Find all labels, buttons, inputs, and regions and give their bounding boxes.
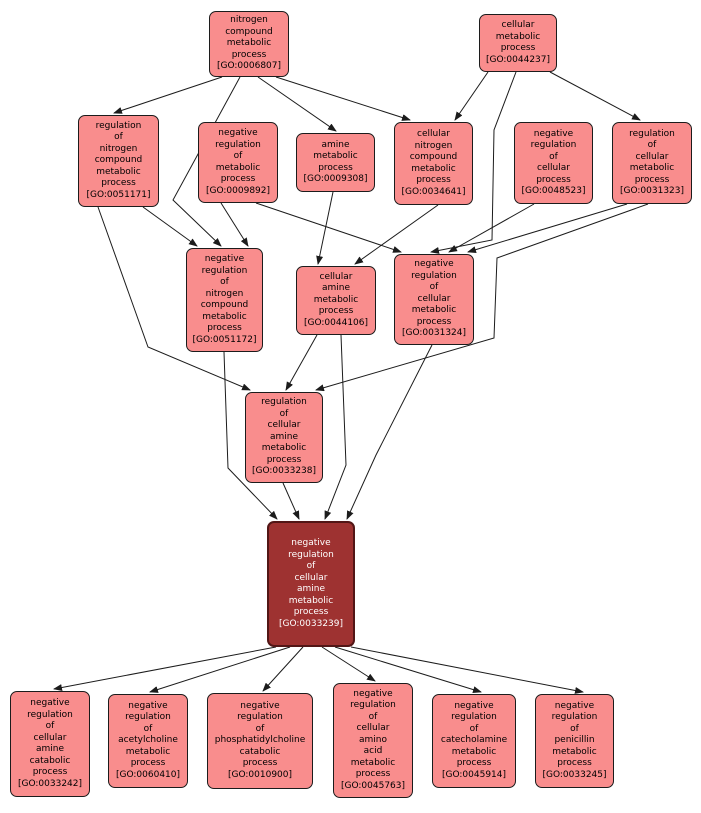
edge-GO:0006807-to-GO:0051172 [172,76,241,247]
edge-GO:0051171-to-GO:0051172 [142,206,198,247]
node-GO:0044237[interactable]: cellular metabolic process [GO:0044237] [479,14,557,72]
node-GO:0033242[interactable]: negative regulation of cellular amine ca… [10,691,90,797]
node-GO:0033239[interactable]: negative regulation of cellular amine me… [267,521,355,647]
node-GO:0045763[interactable]: negative regulation of cellular amino ac… [333,683,413,798]
edge-GO:0051172-to-GO:0033239 [223,351,278,520]
edge-GO:0033239-to-GO:0045763 [321,646,376,682]
edge-GO:0006807-to-GO:0051171 [113,76,223,114]
node-GO:0006807[interactable]: nitrogen compound metabolic process [GO:… [209,11,289,77]
edge-GO:0044237-to-GO:0031323 [549,71,641,121]
node-GO:0031324[interactable]: negative regulation of cellular metaboli… [394,254,474,345]
edge-GO:0044106-to-GO:0033239 [324,334,347,520]
edge-GO:0009892-to-GO:0051172 [220,202,249,247]
edge-GO:0031323-to-GO:0031324 [467,203,628,254]
edge-GO:0033239-to-GO:0010900 [262,646,304,692]
edge-GO:0044237-to-GO:0034641 [454,71,489,121]
node-GO:0060410[interactable]: negative regulation of acetylcholine met… [108,694,188,788]
node-GO:0009308[interactable]: amine metabolic process [GO:0009308] [296,133,375,192]
edge-GO:0034641-to-GO:0044106 [354,204,439,265]
edge-GO:0031323-to-GO:0033238 [315,203,649,392]
node-GO:0045914[interactable]: negative regulation of catecholamine met… [432,694,516,788]
node-GO:0009892[interactable]: negative regulation of metabolic process… [198,122,278,203]
node-GO:0033238[interactable]: regulation of cellular amine metabolic p… [245,392,323,483]
node-GO:0051172[interactable]: negative regulation of nitrogen compound… [186,248,263,352]
edge-GO:0033239-to-GO:0033245 [350,646,584,694]
edge-GO:0009308-to-GO:0044106 [316,191,334,265]
node-GO:0033245[interactable]: negative regulation of penicillin metabo… [535,694,614,788]
node-GO:0010900[interactable]: negative regulation of phosphatidylcholi… [207,693,313,789]
edge-GO:0033238-to-GO:0033239 [282,482,300,520]
node-GO:0044106[interactable]: cellular amine metabolic process [GO:004… [296,266,376,335]
edge-GO:0033239-to-GO:0045914 [334,646,482,693]
node-GO:0031323[interactable]: regulation of cellular metabolic process… [612,122,692,204]
edge-GO:0051171-to-GO:0033238 [97,206,251,391]
edge-GO:0048523-to-GO:0031324 [448,203,535,253]
edge-GO:0009892-to-GO:0031324 [255,202,402,253]
edge-GO:0006807-to-GO:0009308 [257,76,337,132]
edge-GO:0006807-to-GO:0034641 [275,76,411,121]
edge-GO:0033239-to-GO:0033242 [53,646,277,691]
edge-GO:0033239-to-GO:0060410 [149,646,291,693]
edge-GO:0031324-to-GO:0033239 [346,344,433,520]
node-GO:0048523[interactable]: negative regulation of cellular process … [514,122,593,204]
edge-GO:0044237-to-GO:0031324 [430,71,517,254]
node-GO:0034641[interactable]: cellular nitrogen compound metabolic pro… [394,122,473,205]
node-GO:0051171[interactable]: regulation of nitrogen compound metaboli… [78,115,159,207]
edge-GO:0044106-to-GO:0033238 [285,334,318,391]
